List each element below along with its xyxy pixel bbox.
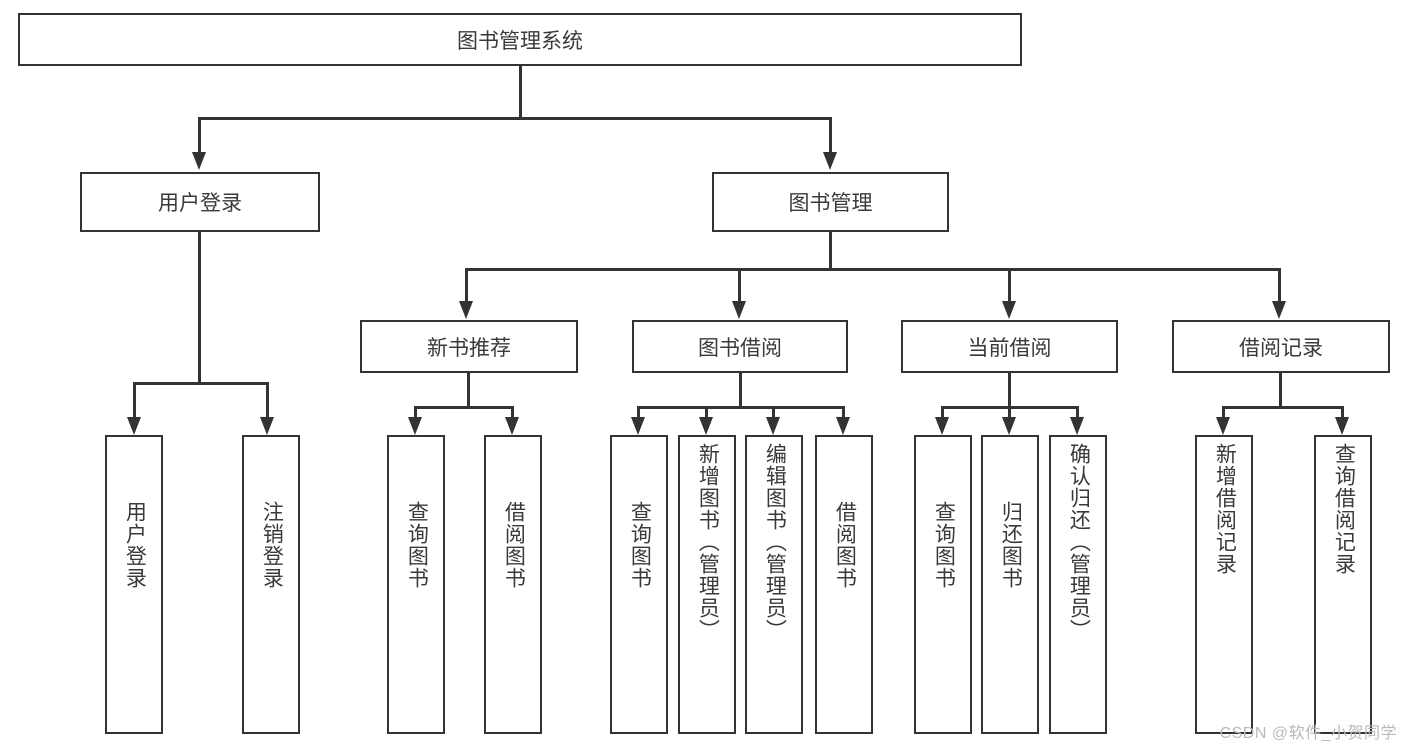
connector-drop-leaf-8 (842, 406, 845, 417)
arrowhead-user-login (192, 152, 206, 170)
leaf-add-book-admin[interactable]: 新增图书（管理员） (678, 435, 736, 734)
leaf-edit-book-admin[interactable]: 编辑图书（管理员） (745, 435, 803, 734)
arrowhead-leaf-10 (1002, 417, 1016, 435)
connector-drop-new-books (465, 268, 468, 301)
connector-drop-book-borrow (738, 268, 741, 301)
connector-drop-leaf-3 (414, 406, 417, 417)
leaf-label: 编辑图书（管理员） (763, 443, 787, 641)
arrowhead-leaf-12 (1216, 417, 1230, 435)
arrowhead-current-borrow (1002, 301, 1016, 319)
connector-drop-leaf-12 (1222, 406, 1225, 417)
leaf-label: 用户登录 (123, 501, 147, 589)
connector-root-stem (519, 66, 522, 119)
node-label: 图书管理 (788, 192, 873, 215)
leaf-label: 新增借阅记录 (1213, 443, 1237, 575)
leaf-label: 新增图书（管理员） (696, 443, 720, 641)
connector-drop-leaf-9 (941, 406, 944, 417)
leaf-label: 查询图书 (405, 501, 429, 589)
arrowhead-new-books (459, 301, 473, 319)
arrowhead-leaf-1 (127, 417, 141, 435)
node-label: 图书借阅 (698, 336, 782, 360)
connector-drop-leaf-6 (705, 406, 708, 417)
connector-drop-user-login (198, 117, 201, 152)
arrowhead-book-mgmt (823, 152, 837, 170)
node-new-book-recommend[interactable]: 新书推荐 (360, 320, 578, 373)
arrowhead-leaf-9 (935, 417, 949, 435)
node-label: 借阅记录 (1239, 336, 1323, 360)
node-borrow-records[interactable]: 借阅记录 (1172, 320, 1390, 373)
leaf-query-borrow-record[interactable]: 查询借阅记录 (1314, 435, 1372, 734)
connector-bus-level3 (465, 268, 1281, 271)
connector-stem-user-login (198, 232, 201, 384)
connector-drop-leaf-10 (1008, 406, 1011, 417)
leaf-query-books-borrowing[interactable]: 查询图书 (610, 435, 668, 734)
connector-bus-new-books (414, 406, 514, 409)
connector-stem-new-books (467, 373, 470, 408)
node-label: 图书管理系统 (457, 29, 583, 53)
arrowhead-leaf-7 (766, 417, 780, 435)
connector-stem-book-mgmt (829, 232, 832, 270)
arrowhead-leaf-5 (631, 417, 645, 435)
node-current-borrowing[interactable]: 当前借阅 (901, 320, 1118, 373)
node-book-management[interactable]: 图书管理 (712, 172, 949, 232)
connector-drop-leaf-4 (511, 406, 514, 417)
arrowhead-leaf-4 (505, 417, 519, 435)
leaf-logout[interactable]: 注销登录 (242, 435, 300, 734)
connector-drop-leaf-1 (133, 382, 136, 417)
leaf-label: 查询图书 (628, 501, 652, 589)
connector-drop-book-mgmt (829, 117, 832, 152)
connector-level2-bus (198, 117, 832, 120)
connector-stem-book-borrow (739, 373, 742, 408)
arrowhead-leaf-3 (408, 417, 422, 435)
leaf-label: 归还图书 (999, 501, 1023, 589)
leaf-confirm-return-admin[interactable]: 确认归还（管理员） (1049, 435, 1107, 734)
arrowhead-leaf-11 (1070, 417, 1084, 435)
node-user-login[interactable]: 用户登录 (80, 172, 320, 232)
leaf-borrow-books-borrowing[interactable]: 借阅图书 (815, 435, 873, 734)
arrowhead-leaf-13 (1335, 417, 1349, 435)
connector-bus-user-login (133, 382, 269, 385)
connector-stem-borrow-record (1279, 373, 1282, 408)
leaf-borrow-books-recommend[interactable]: 借阅图书 (484, 435, 542, 734)
leaf-label: 确认归还（管理员） (1067, 443, 1091, 641)
node-label: 新书推荐 (427, 336, 511, 360)
leaf-label: 借阅图书 (833, 501, 857, 589)
arrowhead-book-borrow (732, 301, 746, 319)
connector-drop-leaf-2 (266, 382, 269, 417)
connector-drop-leaf-7 (772, 406, 775, 417)
connector-drop-current-borrow (1008, 268, 1011, 301)
node-label: 用户登录 (158, 192, 242, 215)
leaf-label: 查询图书 (932, 501, 956, 589)
leaf-user-login[interactable]: 用户登录 (105, 435, 163, 734)
leaf-query-books-recommend[interactable]: 查询图书 (387, 435, 445, 734)
arrowhead-leaf-2 (260, 417, 274, 435)
connector-drop-leaf-11 (1076, 406, 1079, 417)
leaf-label: 查询借阅记录 (1332, 443, 1356, 575)
leaf-label: 借阅图书 (502, 501, 526, 589)
leaf-query-books-current[interactable]: 查询图书 (914, 435, 972, 734)
connector-stem-current-borrow (1008, 373, 1011, 408)
leaf-return-books[interactable]: 归还图书 (981, 435, 1039, 734)
leaf-label: 注销登录 (260, 501, 284, 589)
node-root-system[interactable]: 图书管理系统 (18, 13, 1022, 66)
connector-drop-borrow-record (1278, 268, 1281, 301)
connector-drop-leaf-5 (637, 406, 640, 417)
connector-drop-leaf-13 (1341, 406, 1344, 417)
arrowhead-borrow-record (1272, 301, 1286, 319)
leaf-add-borrow-record[interactable]: 新增借阅记录 (1195, 435, 1253, 734)
arrowhead-leaf-6 (699, 417, 713, 435)
node-label: 当前借阅 (967, 336, 1052, 360)
connector-bus-borrow-record (1222, 406, 1344, 409)
connector-bus-book-borrow (637, 406, 845, 409)
node-book-borrowing[interactable]: 图书借阅 (632, 320, 848, 373)
arrowhead-leaf-8 (836, 417, 850, 435)
